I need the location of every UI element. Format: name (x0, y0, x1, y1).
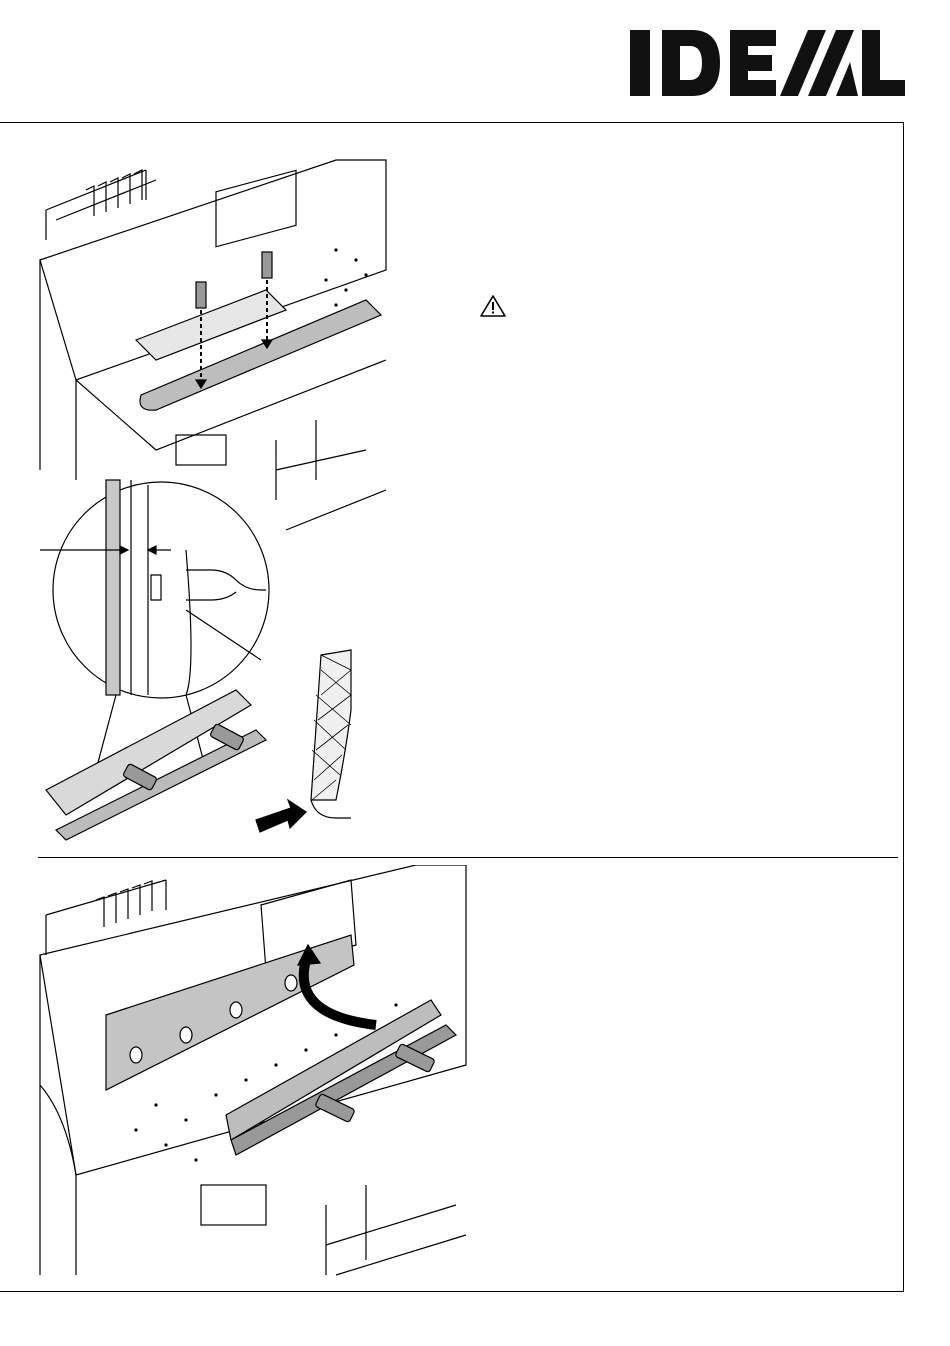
blade-change-bottom-illustration (36, 865, 476, 1285)
blade-change-top-illustration (36, 150, 396, 850)
ideal-logo (630, 28, 905, 98)
warning-triangle-icon (480, 295, 506, 317)
section-divider (38, 857, 898, 858)
